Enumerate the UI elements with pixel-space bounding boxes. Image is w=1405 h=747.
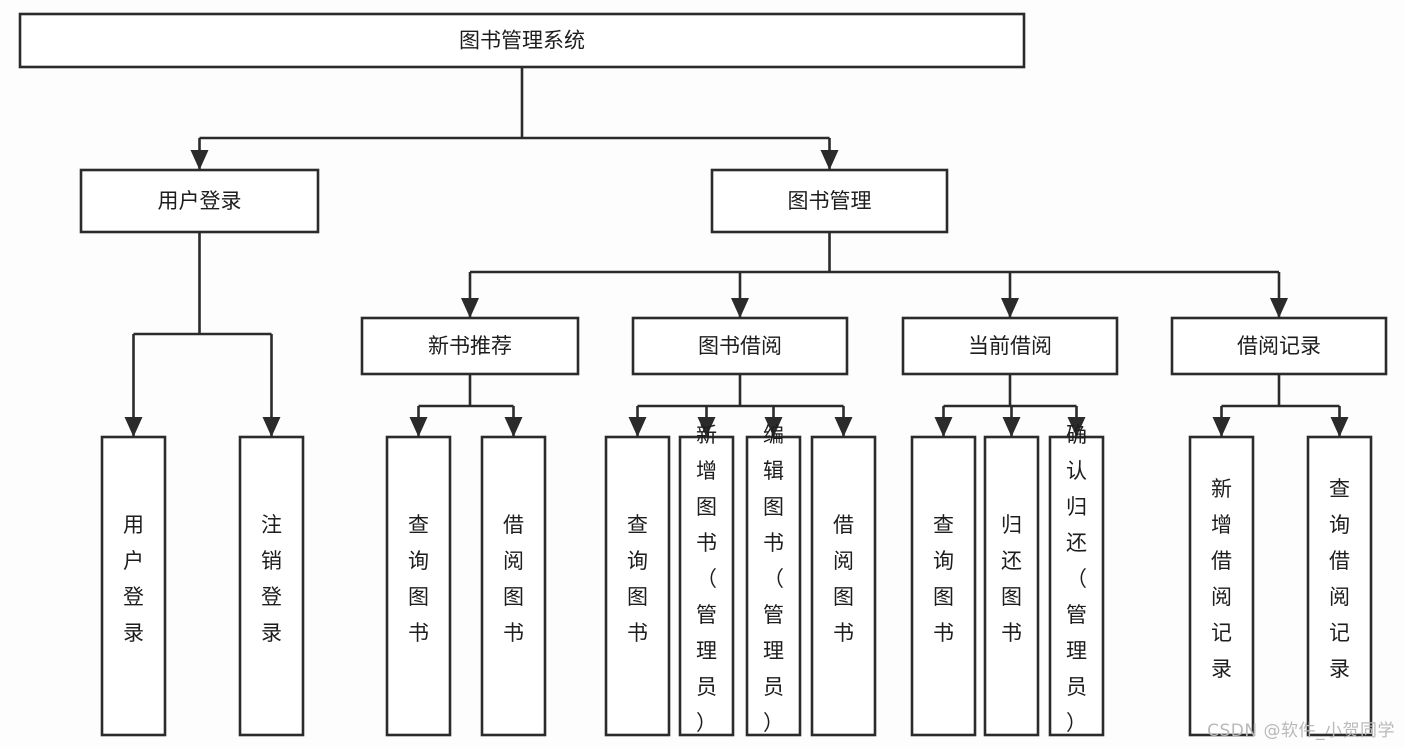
node-box-leaf-user-login	[100, 435, 167, 737]
node-box-root	[18, 12, 1026, 69]
arrow-head-icon-current-borrow	[1001, 298, 1019, 318]
node-leaf-edit-book[interactable]: 编辑图书（管理员）	[745, 423, 802, 737]
node-label-book-borrow: 图书借阅	[698, 334, 782, 358]
arrow-head-icon-leaf-return-book	[1002, 417, 1021, 437]
node-book-borrow[interactable]: 图书借阅	[631, 316, 849, 376]
node-box-user-login	[79, 168, 320, 234]
node-leaf-return-book[interactable]: 归还图书	[983, 435, 1040, 737]
node-leaf-user-login[interactable]: 用户登录	[100, 435, 167, 737]
arrow-head-icon-new-book-recommend	[461, 298, 479, 318]
node-label-book-manage: 图书管理	[788, 189, 872, 213]
node-box-leaf-add-book	[678, 435, 735, 737]
arrow-head-icon-leaf-add-book	[697, 417, 716, 437]
node-leaf-borrow-book-1[interactable]: 借阅图书	[480, 435, 547, 737]
connectors-layer	[124, 67, 1349, 437]
node-box-leaf-borrow-book-1	[480, 435, 547, 737]
arrow-head-icon-leaf-edit-book	[764, 417, 783, 437]
node-label-leaf-confirm-return: 确认归还（管理员）	[1066, 423, 1087, 735]
arrow-head-icon-leaf-user-login	[124, 417, 143, 437]
arrow-head-icon-leaf-add-record	[1212, 417, 1231, 437]
node-label-leaf-query-book-2: 查询图书	[627, 513, 648, 645]
arrow-head-icon-leaf-borrow-book-2	[834, 417, 853, 437]
node-box-new-book-recommend	[360, 316, 580, 376]
node-label-leaf-add-book: 新增图书（管理员）	[696, 423, 717, 735]
node-root[interactable]: 图书管理系统	[18, 12, 1026, 69]
node-leaf-logout[interactable]: 注销登录	[238, 435, 305, 737]
node-leaf-query-book-3[interactable]: 查询图书	[910, 435, 977, 737]
node-new-book-recommend[interactable]: 新书推荐	[360, 316, 580, 376]
node-leaf-confirm-return[interactable]: 确认归还（管理员）	[1048, 423, 1105, 737]
node-box-leaf-query-book-1	[385, 435, 452, 737]
node-box-leaf-query-record	[1306, 435, 1373, 737]
node-borrow-record[interactable]: 借阅记录	[1170, 316, 1388, 376]
node-label-leaf-query-book-3: 查询图书	[933, 513, 954, 645]
node-label-leaf-query-record: 查询借阅记录	[1329, 477, 1350, 681]
node-label-root: 图书管理系统	[459, 29, 585, 53]
arrow-head-icon-book-manage	[820, 150, 839, 170]
node-box-leaf-borrow-book-2	[810, 435, 877, 737]
node-book-manage[interactable]: 图书管理	[710, 168, 949, 234]
node-leaf-borrow-book-2[interactable]: 借阅图书	[810, 435, 877, 737]
node-label-leaf-borrow-book-1: 借阅图书	[503, 513, 524, 645]
arrow-head-icon-borrow-record	[1270, 298, 1288, 318]
node-box-leaf-query-book-2	[604, 435, 671, 737]
node-label-borrow-record: 借阅记录	[1237, 334, 1321, 358]
node-box-current-borrow	[901, 316, 1119, 376]
node-label-leaf-borrow-book-2: 借阅图书	[833, 513, 854, 645]
node-leaf-query-book-2[interactable]: 查询图书	[604, 435, 671, 737]
node-label-leaf-return-book: 归还图书	[1001, 513, 1022, 645]
node-box-borrow-record	[1170, 316, 1388, 376]
node-label-current-borrow: 当前借阅	[968, 334, 1052, 358]
node-label-leaf-query-book-1: 查询图书	[408, 513, 429, 645]
node-leaf-add-book[interactable]: 新增图书（管理员）	[678, 423, 735, 737]
node-leaf-add-record[interactable]: 新增借阅记录	[1188, 435, 1255, 737]
arrow-head-icon-leaf-query-book-3	[934, 417, 953, 437]
arrow-head-icon-leaf-logout	[262, 417, 281, 437]
node-current-borrow[interactable]: 当前借阅	[901, 316, 1119, 376]
arrow-head-icon-leaf-query-book-1	[409, 417, 428, 437]
node-label-new-book-recommend: 新书推荐	[428, 334, 512, 358]
node-box-book-borrow	[631, 316, 849, 376]
node-box-leaf-query-book-3	[910, 435, 977, 737]
arrow-head-icon-leaf-confirm-return	[1067, 417, 1086, 437]
node-label-leaf-add-record: 新增借阅记录	[1211, 477, 1232, 681]
node-leaf-query-book-1[interactable]: 查询图书	[385, 435, 452, 737]
arrow-head-icon-book-borrow	[731, 298, 749, 318]
node-label-leaf-logout: 注销登录	[261, 513, 282, 645]
node-box-leaf-edit-book	[745, 435, 802, 737]
node-box-leaf-confirm-return	[1048, 435, 1105, 737]
node-box-book-manage	[710, 168, 949, 234]
node-user-login[interactable]: 用户登录	[79, 168, 320, 234]
arrow-head-icon-user-login	[190, 150, 209, 170]
node-label-user-login: 用户登录	[158, 189, 242, 213]
arrow-head-icon-leaf-query-book-2	[628, 417, 647, 437]
arrow-head-icon-leaf-borrow-book-1	[504, 417, 523, 437]
node-box-leaf-return-book	[983, 435, 1040, 737]
node-leaf-query-record[interactable]: 查询借阅记录	[1306, 435, 1373, 737]
arrow-head-icon-leaf-query-record	[1330, 417, 1349, 437]
node-label-leaf-user-login: 用户登录	[123, 513, 144, 645]
node-box-leaf-logout	[238, 435, 305, 737]
nodes-layer: 图书管理系统用户登录图书管理新书推荐图书借阅当前借阅借阅记录用户登录注销登录查询…	[18, 12, 1388, 737]
node-label-leaf-edit-book: 编辑图书（管理员）	[763, 423, 784, 735]
node-box-leaf-add-record	[1188, 435, 1255, 737]
